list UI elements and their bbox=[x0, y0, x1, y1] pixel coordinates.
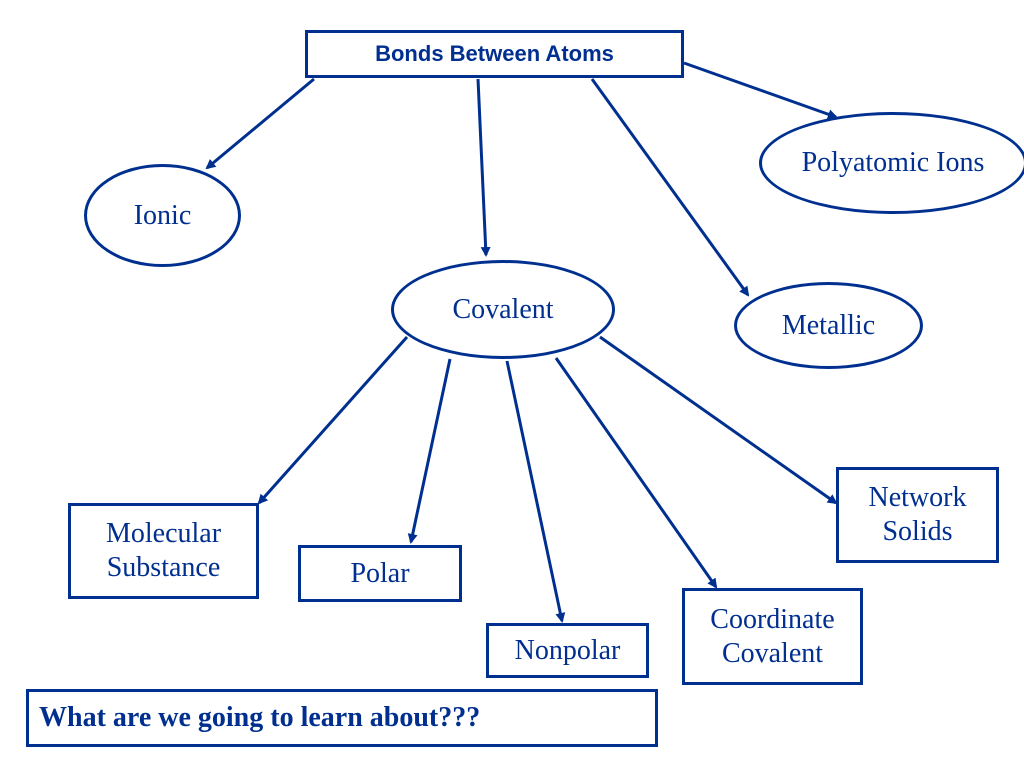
arrow-title-to-metallic bbox=[590, 78, 750, 297]
node-polyatomic-ions: Polyatomic Ions bbox=[759, 112, 1024, 214]
arrow-covalent-to-polar bbox=[407, 358, 452, 544]
node-ionic-label: Ionic bbox=[133, 199, 192, 231]
arrow-covalent-to-coordinate bbox=[554, 357, 718, 589]
node-network-solids-line1: Network bbox=[868, 482, 967, 514]
node-polyatomic-ions-label: Polyatomic Ions bbox=[801, 147, 985, 179]
node-nonpolar-label: Nonpolar bbox=[514, 634, 621, 666]
diagram-title-text: Bonds Between Atoms bbox=[375, 41, 614, 66]
node-coordinate-covalent: Coordinate Covalent bbox=[682, 588, 863, 685]
arrow-covalent-to-network bbox=[599, 335, 838, 505]
arrow-title-to-covalent bbox=[476, 78, 491, 257]
node-network-solids: Network Solids bbox=[836, 467, 999, 563]
node-covalent: Covalent bbox=[391, 260, 615, 359]
node-covalent-label: Covalent bbox=[452, 293, 554, 325]
node-coordinate-covalent-line2: Covalent bbox=[721, 637, 824, 669]
node-network-solids-line2: Solids bbox=[882, 516, 953, 547]
node-nonpolar: Nonpolar bbox=[486, 623, 649, 678]
node-polar-label: Polar bbox=[350, 557, 410, 589]
arrow-title-to-polyatomic bbox=[683, 61, 838, 120]
question-box: What are we going to learn about??? bbox=[26, 689, 658, 747]
diagram-title: Bonds Between Atoms bbox=[305, 30, 684, 78]
node-ionic: Ionic bbox=[84, 164, 241, 267]
node-polar: Polar bbox=[298, 545, 462, 602]
question-text: What are we going to learn about??? bbox=[39, 702, 481, 733]
arrow-covalent-to-molecular bbox=[257, 336, 409, 505]
node-metallic-label: Metallic bbox=[781, 309, 876, 341]
arrow-title-to-ionic bbox=[205, 77, 315, 170]
node-molecular-substance-line1: Molecular bbox=[105, 518, 222, 550]
node-metallic: Metallic bbox=[734, 282, 923, 369]
arrow-covalent-to-nonpolar bbox=[505, 360, 566, 623]
node-coordinate-covalent-line1: Coordinate bbox=[710, 603, 835, 635]
node-molecular-substance-line2: Substance bbox=[106, 552, 221, 583]
node-molecular-substance: Molecular Substance bbox=[68, 503, 259, 599]
